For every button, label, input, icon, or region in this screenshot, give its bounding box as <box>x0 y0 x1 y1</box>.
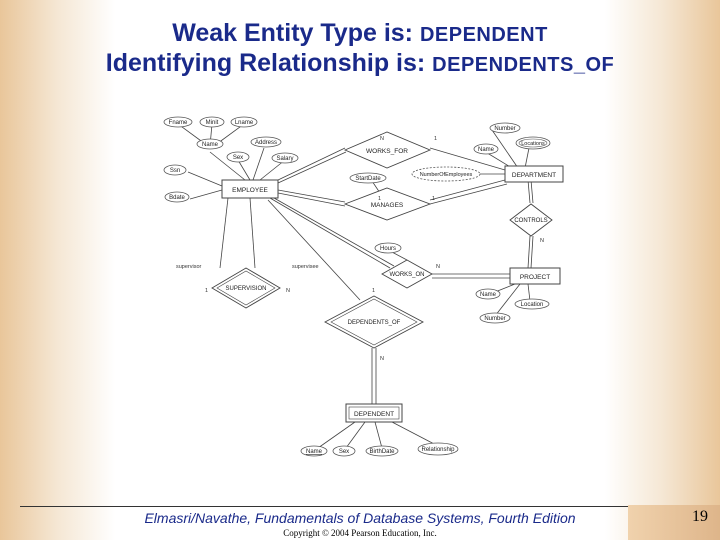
page-number-panel <box>628 505 720 540</box>
card-manages-1a: 1 <box>378 196 381 202</box>
svg-text:WORKS_FOR: WORKS_FOR <box>366 148 408 155</box>
svg-text:Bdate: Bdate <box>169 195 185 201</box>
svg-text:NumberOfEmployees: NumberOfEmployees <box>420 172 473 178</box>
svg-text:Location: Location <box>521 302 544 308</box>
card-works-on-n: N <box>436 264 440 270</box>
attr-department-number: Number <box>489 122 521 134</box>
relationship-works-for: WORKS_FOR <box>343 131 432 169</box>
footer-divider <box>20 506 710 507</box>
svg-text:EMPLOYEE: EMPLOYEE <box>232 187 268 194</box>
svg-text:Minit: Minit <box>206 120 219 126</box>
svg-text:DEPENDENT: DEPENDENT <box>354 411 394 418</box>
relationship-works-on: WORKS_ON <box>381 259 433 289</box>
role-supervisee: supervisee <box>292 264 319 270</box>
footer-book-title: Elmasri/Navathe, Fundamentals of Databas… <box>144 510 576 526</box>
attr-fname: Fname <box>163 116 193 128</box>
card-manages-1b: 1 <box>432 196 435 202</box>
attr-salary: Salary <box>271 152 299 164</box>
page-number: 19 <box>692 508 708 525</box>
attr-employee-sex: Sex <box>226 151 250 163</box>
attr-address: Address <box>250 136 282 148</box>
card-works-for-n: N <box>380 136 384 142</box>
identifying-relationship-name: DEPENDENTS_OF <box>432 54 615 76</box>
card-dependents-of-1: 1 <box>372 288 375 294</box>
attr-hours: Hours <box>374 242 402 254</box>
attr-minit: Minit <box>199 116 225 128</box>
entity-dependent: DEPENDENT <box>345 403 403 423</box>
role-supervisor: supervisor <box>176 264 202 270</box>
svg-text:Sex: Sex <box>233 155 243 161</box>
attr-start-date: StartDate <box>349 172 387 184</box>
attr-bdate: Bdate <box>164 191 190 203</box>
svg-text:Relationship: Relationship <box>421 447 455 453</box>
relationship-dependents-of: DEPENDENTS_OF <box>324 295 424 349</box>
svg-text:Name: Name <box>480 292 497 298</box>
svg-text:Sex: Sex <box>339 449 349 455</box>
attr-locations: Locations <box>515 136 551 150</box>
attr-employee-name: Name <box>196 138 224 150</box>
er-diagram: Fname Minit Lname Name Address Sex Salar… <box>163 116 564 457</box>
svg-text:Name: Name <box>478 147 495 153</box>
svg-text:DEPARTMENT: DEPARTMENT <box>512 172 556 179</box>
attr-dependent-sex: Sex <box>332 445 356 457</box>
svg-text:PROJECT: PROJECT <box>520 274 550 281</box>
svg-text:CONTROLS: CONTROLS <box>514 218 547 224</box>
svg-text:StartDate: StartDate <box>355 176 381 182</box>
slide-title-line-2: Identifying Relationship is: DEPENDENTS_… <box>0 48 720 80</box>
card-controls-n: N <box>540 238 544 244</box>
attr-number-of-employees: NumberOfEmployees <box>411 166 481 182</box>
card-works-for-1: 1 <box>434 136 437 142</box>
attr-relationship: Relationship <box>417 442 459 456</box>
card-supervision-1: 1 <box>205 288 208 294</box>
svg-text:Hours: Hours <box>380 246 396 252</box>
relationship-controls: CONTROLS <box>509 203 553 237</box>
card-dependents-of-n: N <box>380 356 384 362</box>
slide-title-line-1: Weak Entity Type is: DEPENDENT <box>0 18 720 50</box>
svg-text:Name: Name <box>202 142 219 148</box>
svg-text:Lname: Lname <box>235 120 254 126</box>
footer-copyright: Copyright © 2004 Pearson Education, Inc. <box>283 528 437 538</box>
entity-project: PROJECT <box>509 267 561 285</box>
attr-location: Location <box>514 298 550 310</box>
svg-text:DEPENDENTS_OF: DEPENDENTS_OF <box>348 320 401 326</box>
svg-text:Number: Number <box>494 126 515 132</box>
weak-entity-name: DEPENDENT <box>419 24 548 46</box>
title-line-1-prefix: Weak Entity Type is: <box>172 19 420 47</box>
svg-text:Fname: Fname <box>169 120 188 126</box>
entity-employee: EMPLOYEE <box>221 179 279 199</box>
svg-text:Salary: Salary <box>276 156 293 162</box>
attr-project-name: Name <box>475 288 501 300</box>
attr-ssn: Ssn <box>163 164 187 176</box>
svg-text:Address: Address <box>255 140 277 146</box>
svg-text:BirthDate: BirthDate <box>369 449 395 455</box>
card-supervision-n: N <box>286 288 290 294</box>
title-line-2-prefix: Identifying Relationship is: <box>105 49 433 77</box>
svg-text:Name: Name <box>306 449 323 455</box>
attr-department-name: Name <box>473 143 499 155</box>
svg-text:Locations: Locations <box>521 141 545 147</box>
attr-birth-date: BirthDate <box>365 445 399 457</box>
attr-project-number: Number <box>479 312 511 324</box>
attr-lname: Lname <box>230 116 258 128</box>
svg-text:WORKS_ON: WORKS_ON <box>389 272 424 278</box>
svg-text:SUPERVISION: SUPERVISION <box>226 286 267 292</box>
relationship-supervision: SUPERVISION <box>211 267 281 309</box>
entity-department: DEPARTMENT <box>504 165 564 183</box>
svg-text:MANAGES: MANAGES <box>371 202 404 209</box>
svg-text:Ssn: Ssn <box>170 168 180 174</box>
relationship-manages: MANAGES <box>343 187 432 221</box>
svg-text:Number: Number <box>484 316 505 322</box>
attr-dependent-name: Name <box>300 445 328 457</box>
